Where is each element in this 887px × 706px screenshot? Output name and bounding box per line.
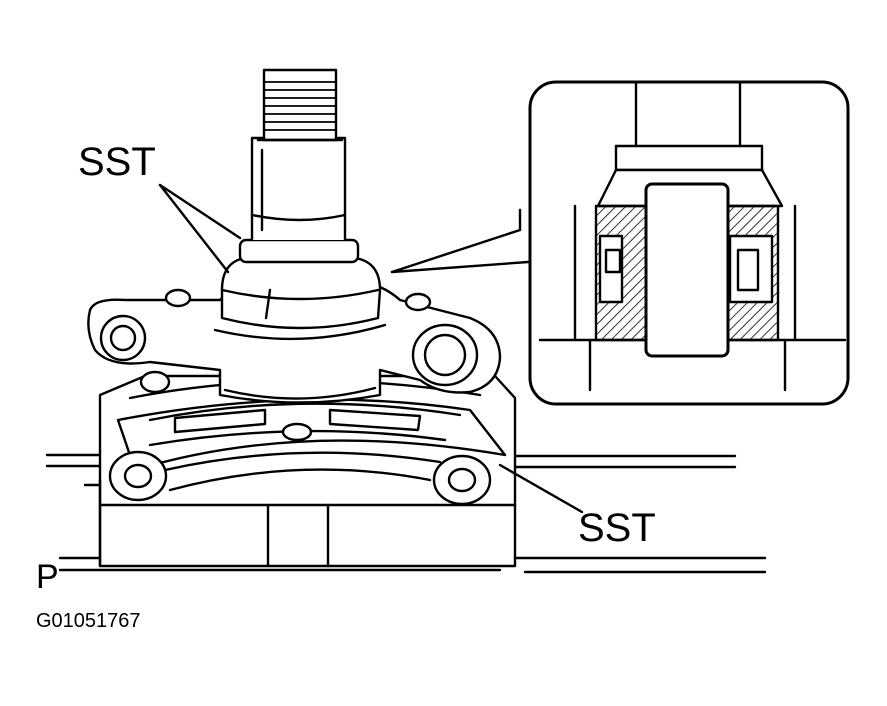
figure-code: G01051767 xyxy=(36,610,141,632)
sst-label-bottom: SST xyxy=(578,506,656,550)
inset-callout-leader xyxy=(390,208,530,274)
sst-support-fixture xyxy=(108,370,507,506)
axle-hub xyxy=(220,68,382,330)
sst-label-top: SST xyxy=(78,140,156,184)
press-marker-label: P xyxy=(36,558,59,596)
sst-leader-lines xyxy=(158,183,584,514)
detail-inset xyxy=(528,80,850,406)
